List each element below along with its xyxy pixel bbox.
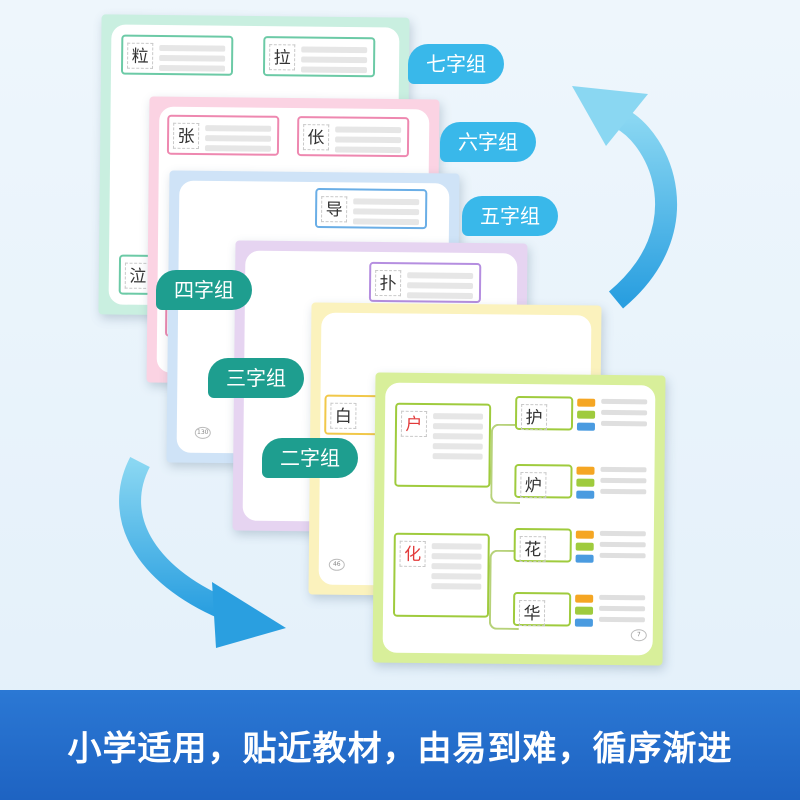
character: 张 [172, 122, 200, 150]
slogan-text: 小学适用，贴近教材，由易到难，循序渐进 [67, 728, 733, 769]
char-card: 护 [514, 395, 574, 431]
text-lines [600, 398, 648, 439]
product-showcase: 粒 拉 泣 张 伥 胀 [98, 14, 678, 666]
arrows-illustration [119, 86, 678, 648]
tag-column [574, 594, 594, 635]
char-card-main: 化 [392, 532, 490, 618]
text-lines [600, 466, 647, 507]
char-card: 导 [314, 188, 428, 230]
page-number: 130 [194, 426, 211, 439]
char-card: 粒 [120, 34, 234, 76]
char-card: 伥 [296, 116, 410, 158]
page-number: 7 [630, 629, 647, 642]
group-label-four: 四字组 [156, 270, 252, 310]
character: 伥 [302, 124, 330, 151]
character: 护 [520, 404, 548, 431]
character: 炉 [520, 472, 547, 499]
char-card: 华 [512, 591, 572, 627]
group-label-seven: 七字组 [408, 44, 504, 84]
character: 白 [330, 402, 357, 429]
character: 华 [518, 600, 546, 627]
char-card: 张 [166, 114, 280, 156]
up-arrow-icon [608, 108, 678, 309]
tag-column [576, 466, 595, 507]
page-number: 46 [328, 558, 345, 571]
group-label-six: 六字组 [440, 122, 536, 162]
character: 户 [400, 410, 428, 438]
character: 导 [321, 196, 348, 223]
char-card: 炉 [514, 463, 573, 499]
slogan-banner: 小学适用，贴近教材，由易到难，循序渐进 [0, 690, 800, 800]
character: 花 [519, 536, 546, 563]
text-lines [599, 530, 646, 571]
character: 化 [399, 540, 426, 568]
tag-column [576, 398, 596, 439]
down-arrow-icon [119, 456, 237, 623]
char-card: 拉 [262, 36, 376, 78]
char-card-main: 户 [394, 402, 492, 488]
character: 粒 [127, 42, 154, 69]
char-card: 花 [513, 527, 572, 563]
down-arrow-head-icon [212, 582, 286, 648]
tag-column [575, 530, 594, 571]
group-label-five: 五字组 [462, 196, 558, 236]
up-arrow-head-icon [572, 86, 648, 146]
group-label-three: 三字组 [208, 358, 304, 398]
character: 扑 [374, 269, 402, 297]
character: 拉 [269, 44, 296, 71]
workbook-page-2: 户 护 炉 化 花 [372, 372, 666, 666]
group-label-two: 二字组 [262, 438, 358, 478]
char-card: 扑 [368, 261, 482, 304]
